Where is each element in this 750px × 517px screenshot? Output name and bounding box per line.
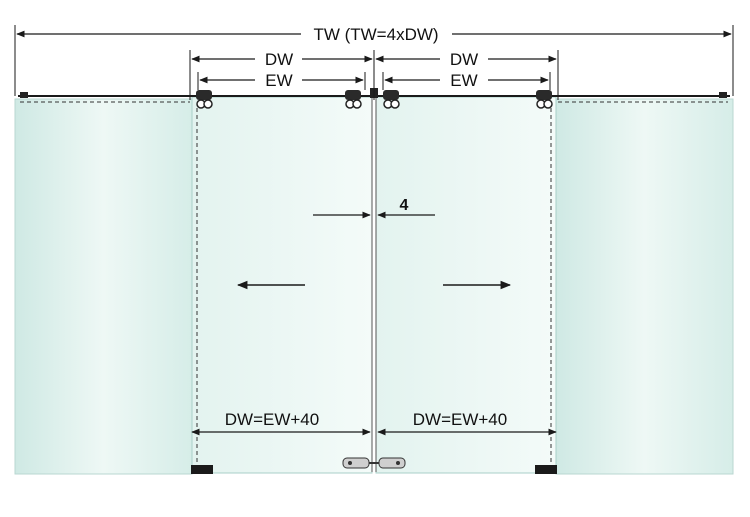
total-width-label: TW (TW=4xDW)	[313, 25, 438, 44]
fixed-glass-panel-left	[14, 98, 193, 475]
center-bottom-lock	[342, 457, 406, 469]
dimension-line-dw	[189, 50, 559, 100]
door-width-left-label: DW	[265, 50, 293, 69]
dashed-outlines	[20, 101, 728, 470]
fixed-glass-panel-right	[555, 98, 734, 475]
entry-width-left-label: EW	[265, 71, 292, 90]
formula-right-label: DW=EW+40	[413, 410, 507, 429]
roller-hanger-left-inner	[345, 90, 362, 109]
roller-hanger-right-inner	[383, 90, 400, 109]
dimension-line-tw	[14, 25, 734, 96]
roller-hanger-right-outer	[536, 90, 553, 109]
dimension-line-ew	[197, 72, 551, 90]
door-width-right-label: DW	[450, 50, 478, 69]
gap-label: 4	[400, 197, 409, 214]
floor-guide-right	[535, 465, 557, 474]
roller-hanger-left-outer	[196, 90, 213, 109]
floor-guide-left	[191, 465, 213, 474]
formula-left-label: DW=EW+40	[225, 410, 319, 429]
entry-width-right-label: EW	[450, 71, 477, 90]
